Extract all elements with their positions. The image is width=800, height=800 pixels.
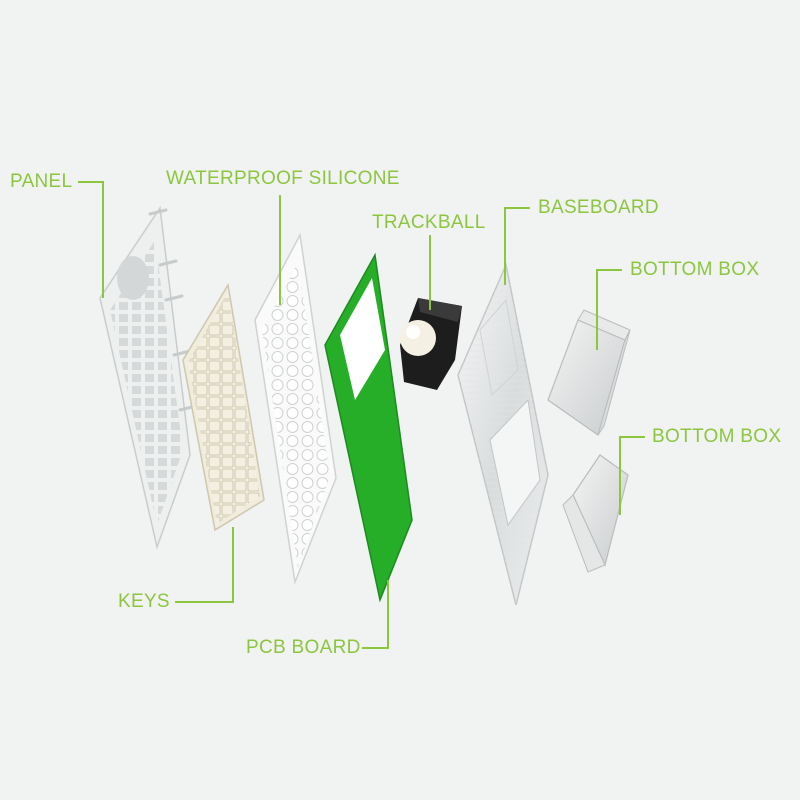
- panel-label: PANEL: [10, 171, 73, 192]
- bottom-box-label-2: BOTTOM BOX: [652, 426, 782, 447]
- silicone-sheet: [254, 232, 337, 585]
- bottom-box-label-1: BOTTOM BOX: [630, 259, 760, 280]
- keys-label: KEYS: [118, 591, 170, 612]
- baseboard-label: BASEBOARD: [538, 197, 659, 218]
- panel-plate: [99, 205, 198, 550]
- trackball-label: TRACKBALL: [372, 212, 486, 233]
- keys-layer: [182, 282, 265, 532]
- leader-pcb: [362, 580, 389, 649]
- silicone-label: WATERPROOF SILICONE: [166, 168, 400, 189]
- bottom-box-large: [547, 309, 631, 436]
- leader-baseboard: [504, 207, 530, 285]
- leader-panel: [78, 181, 104, 298]
- pcb-board-label: PCB BOARD: [246, 637, 361, 658]
- pcb-board: [324, 252, 413, 603]
- bottom-box-small: [562, 454, 629, 573]
- leader-bottom-box-1: [596, 269, 622, 350]
- trackball-module: [400, 298, 462, 390]
- leader-lines: [78, 181, 645, 649]
- baseboard-plate: [457, 262, 549, 606]
- leader-bottom-box-2: [619, 436, 645, 515]
- leader-keys: [175, 527, 234, 603]
